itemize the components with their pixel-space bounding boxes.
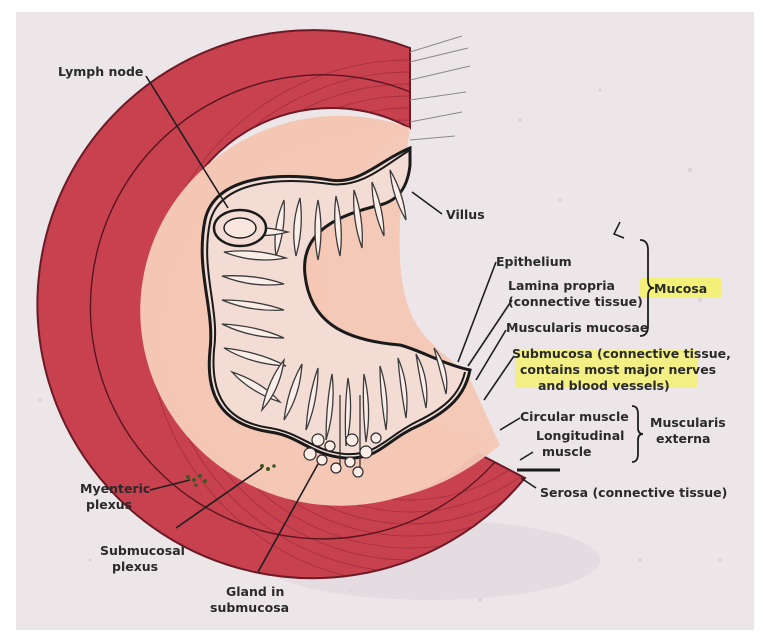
label-circular-muscle: Circular muscle [520,409,629,424]
label-submucosal-plexus-line2: plexus [112,559,158,574]
label-myenteric-plexus-line2: plexus [86,497,132,512]
label-myenteric-plexus: Myenteric [80,481,150,496]
label-longitudinal-muscle-line2: muscle [542,444,592,459]
label-longitudinal-muscle: Longitudinal [536,428,624,443]
label-lymph-node: Lymph node [58,64,143,79]
lymph-node [214,210,266,246]
label-gland: Gland in [226,584,284,599]
label-submucosa-line3: and blood vessels) [538,378,670,393]
label-gland-line2: submucosa [210,600,289,615]
label-muscularis-mucosae: Muscularis mucosae [506,320,648,335]
label-mucosa: Mucosa [654,281,707,296]
label-submucosa: Submucosa (connective tissue, [512,346,731,361]
label-lamina-propria: Lamina propria [508,278,615,293]
label-lamina-propria-sub: (connective tissue) [508,294,643,309]
label-submucosa-line2: contains most major nerves [520,362,716,377]
label-villus: Villus [446,207,485,222]
label-muscularis-externa-line2: externa [656,431,711,446]
label-submucosal-plexus: Submucosal [100,543,185,558]
label-serosa: Serosa (connective tissue) [540,485,727,500]
label-epithelium: Epithelium [496,254,572,269]
label-muscularis-externa: Muscularis [650,415,726,430]
